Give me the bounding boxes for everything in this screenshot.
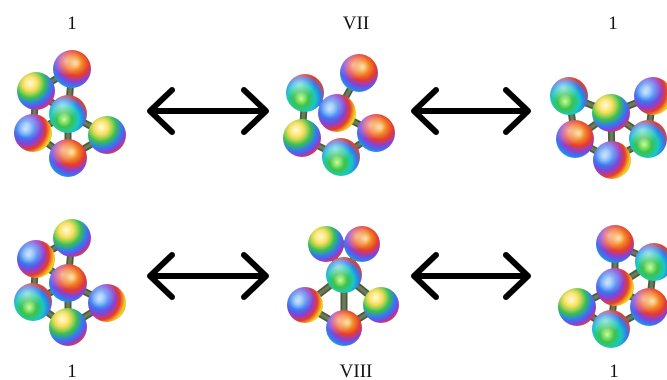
label-bottom-left: 1 [67,361,77,380]
arrow-head-right [241,252,269,300]
sphere-shine [593,141,631,179]
sphere-shine [49,264,87,302]
double-arrow-top-arrow-2 [411,87,531,135]
label-top-right: 1 [608,13,618,34]
sphere-shine [592,310,630,348]
sphere-shine [596,268,634,306]
cluster-top-right [550,77,667,179]
sphere-shine [634,77,667,115]
label-bottom-middle: VIII [339,361,373,380]
sphere-shine [550,77,588,115]
sphere-shine [49,308,87,346]
sphere-shine [14,283,52,321]
sphere-shine [53,219,91,257]
label-bottom-right: 1 [609,361,619,380]
arrow-head-left [147,87,175,135]
label-top-left: 1 [67,13,77,34]
sphere-shine [14,114,52,152]
sphere-shine [558,288,596,326]
cluster-bottom-right [558,225,667,348]
sphere-shine [340,54,378,92]
sphere-shine [322,138,360,176]
sphere-shine [344,226,380,262]
double-arrow-top-arrow-1 [147,87,269,135]
sphere-shine [88,284,126,322]
sphere-shine [363,287,399,323]
sphere-shine [308,226,344,262]
arrow-head-left [147,252,175,300]
sphere-shine [592,94,630,132]
sphere-shine [630,288,667,326]
arrow-head-left [411,87,439,135]
arrow-head-right [241,87,269,135]
cluster-top-left [14,50,126,177]
sphere-shine [17,240,55,278]
double-arrow-bottom-arrow-1 [147,252,269,300]
sphere-shine [286,74,324,112]
label-top-middle: VII [342,13,370,34]
sphere-shine [635,243,667,281]
cluster-bottom-left [14,219,126,346]
sphere-shine [49,139,87,177]
sphere-shine [556,120,594,158]
arrow-head-right [503,252,531,300]
sphere-shine [629,120,667,158]
arrow-head-right [503,87,531,135]
sphere-shine [49,95,87,133]
sphere-shine [318,94,356,132]
sphere-shine [17,72,55,110]
sphere-shine [53,50,91,88]
arrow-head-left [411,252,439,300]
cluster-top-middle [283,54,395,176]
cluster-bottom-middle [287,226,399,346]
sphere-shine [326,310,362,346]
sphere-shine [283,119,321,157]
sphere-shine [287,287,323,323]
sphere-shine [88,116,126,154]
double-arrow-bottom-arrow-2 [411,252,531,300]
sphere-shine [326,257,362,293]
sphere-shine [596,225,634,263]
sphere-shine [357,114,395,152]
